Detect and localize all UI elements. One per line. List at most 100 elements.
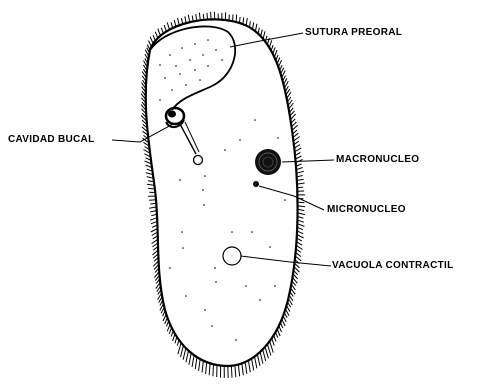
- cilium: [149, 207, 157, 208]
- cilium: [297, 187, 303, 188]
- cilium: [276, 55, 278, 61]
- cilium: [189, 353, 191, 365]
- cilium: [271, 45, 273, 51]
- cilium: [252, 359, 254, 371]
- cilium: [165, 318, 168, 324]
- cilium: [163, 311, 166, 316]
- cilium: [288, 302, 291, 307]
- cilium: [246, 18, 247, 26]
- label-vacuola-contractil: VACUOLA CONTRACTIL: [332, 260, 454, 272]
- cilium: [263, 349, 266, 361]
- cilium: [238, 364, 239, 376]
- cilium: [192, 355, 194, 367]
- cilium: [185, 16, 186, 23]
- cilium: [167, 324, 170, 331]
- cilium: [276, 332, 278, 338]
- cilium: [294, 137, 300, 142]
- cilium: [178, 343, 181, 355]
- cilium: [178, 18, 180, 25]
- cilium: [195, 357, 197, 369]
- cilium: [199, 359, 201, 371]
- cilium: [196, 14, 197, 21]
- cilium: [236, 14, 237, 22]
- cilium: [149, 200, 156, 201]
- cilium: [211, 12, 212, 20]
- cilium: [295, 148, 302, 152]
- cilium: [171, 331, 173, 337]
- buccal-cavity: [166, 108, 199, 154]
- oral-groove-stipple: [159, 39, 223, 101]
- cilium: [265, 36, 267, 42]
- cilium: [277, 329, 280, 336]
- cilium: [183, 348, 186, 360]
- label-micronucleo: MICRONUCLEO: [327, 204, 406, 216]
- cilium: [209, 363, 210, 375]
- cilium: [274, 335, 276, 341]
- cilium: [283, 76, 286, 81]
- cilium: [240, 17, 241, 23]
- cilium: [278, 60, 281, 67]
- cilium: [164, 25, 166, 32]
- cilium: [188, 15, 189, 23]
- cilium: [269, 40, 271, 47]
- cilium: [279, 326, 282, 332]
- cilium: [283, 316, 286, 322]
- cilium: [243, 17, 244, 24]
- cilium: [175, 337, 177, 344]
- cilia: [141, 12, 305, 378]
- cilium: [281, 68, 284, 74]
- cilium: [297, 171, 304, 173]
- cilium: [171, 22, 173, 28]
- cilium: [206, 362, 207, 374]
- cilium: [280, 323, 283, 329]
- pointer-micronucleo: [259, 186, 324, 210]
- cilium: [245, 362, 247, 374]
- cilium: [153, 35, 155, 41]
- label-cavidad-bucal: CAVIDAD BUCAL: [8, 134, 95, 146]
- cilium: [267, 344, 271, 355]
- cilium: [272, 338, 275, 345]
- cilium: [199, 13, 200, 21]
- cilium: [169, 328, 171, 334]
- oral-groove-outline: [150, 26, 235, 110]
- pointer-vacuola-contractil: [241, 256, 331, 266]
- label-macronucleo: MACRONUCLEO: [336, 154, 419, 166]
- pointer-macronucleo: [282, 160, 334, 162]
- cilium: [270, 341, 274, 352]
- cilium: [150, 37, 153, 44]
- cilium: [174, 20, 176, 27]
- cilium: [248, 360, 250, 372]
- cilium: [260, 352, 263, 364]
- cilium: [253, 22, 254, 29]
- micronucleus: [253, 181, 259, 187]
- cilium: [258, 28, 259, 34]
- cilium: [148, 188, 155, 189]
- cilium: [231, 366, 232, 378]
- cilium: [173, 334, 175, 341]
- cilium: [242, 363, 243, 375]
- food-vacuole: [194, 156, 203, 165]
- cilium: [255, 24, 257, 31]
- cilium: [249, 21, 250, 27]
- cilium: [203, 14, 204, 20]
- cilium: [282, 319, 285, 326]
- label-sutura-preoral: SUTURA PREORAL: [305, 27, 402, 39]
- cilium: [277, 58, 280, 64]
- cilium: [261, 30, 263, 37]
- cilium: [235, 365, 236, 377]
- cilium: [167, 22, 169, 29]
- cilium: [255, 357, 257, 369]
- cilium: [161, 28, 163, 34]
- cilium: [265, 347, 268, 359]
- cilium: [280, 65, 283, 70]
- cilium: [166, 321, 168, 327]
- cilium: [284, 313, 287, 318]
- macronucleus: [255, 149, 281, 175]
- cilium: [297, 183, 305, 184]
- contractile-vacuole: [223, 247, 241, 265]
- cilium: [213, 364, 214, 376]
- cilium: [202, 361, 203, 373]
- cell-body-outline: [146, 19, 298, 366]
- cilium: [298, 206, 306, 207]
